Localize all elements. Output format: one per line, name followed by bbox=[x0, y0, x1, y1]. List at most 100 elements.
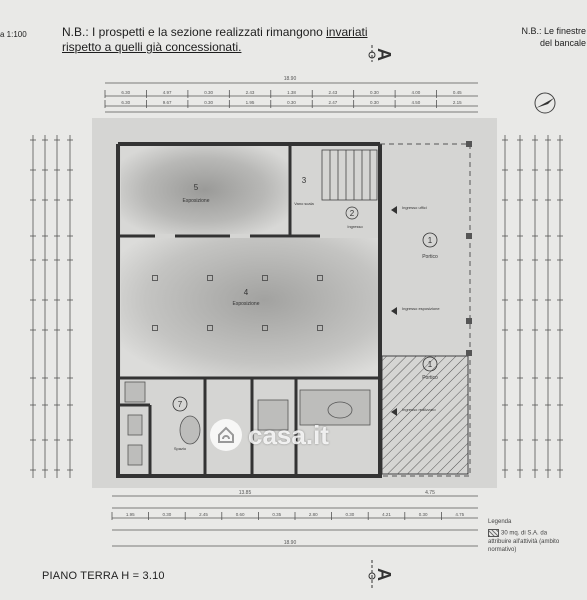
svg-text:Ingresso: Ingresso bbox=[347, 224, 363, 229]
note-main: N.B.: I prospetti e la sezione realizzat… bbox=[62, 25, 422, 55]
svg-text:Portico: Portico bbox=[422, 375, 438, 381]
bottom-dim2-label-7: 4.21 bbox=[382, 512, 391, 517]
portico-outline bbox=[380, 143, 471, 477]
top-dim-label-4: 1.38 bbox=[287, 90, 296, 95]
column-1-0 bbox=[207, 275, 213, 281]
bottom-dim-row1-b: 4.75 bbox=[425, 490, 435, 496]
section-marker-top-label: A bbox=[374, 48, 394, 61]
top-dim2-label-8: 2.15 bbox=[453, 100, 462, 105]
svg-text:Esposizione: Esposizione bbox=[183, 198, 210, 204]
bottom-dim2-label-0: 1.95 bbox=[126, 512, 135, 517]
hatch-swatch-icon bbox=[488, 529, 499, 537]
svg-text:2: 2 bbox=[350, 209, 355, 218]
svg-text:Ingresso realizzato: Ingresso realizzato bbox=[402, 407, 436, 412]
svg-text:1: 1 bbox=[428, 360, 433, 369]
note-right-line2: del bancale bbox=[539, 38, 586, 48]
top-dim2-label-5: 2.47 bbox=[329, 100, 338, 105]
top-dim2-label-1: 9.67 bbox=[163, 100, 172, 105]
portico-hatched-area bbox=[382, 356, 468, 474]
lower-rooms-furniture bbox=[124, 381, 371, 466]
left-dimension-lines bbox=[32, 135, 71, 478]
top-dim-label-6: 0.30 bbox=[370, 90, 379, 95]
legend-item: 30 mq. di S.A. da attribuire all'attivit… bbox=[488, 529, 568, 554]
bottom-dim-row1-a: 13.85 bbox=[239, 490, 252, 496]
svg-text:1: 1 bbox=[428, 236, 433, 245]
legend-text: 30 mq. di S.A. da attribuire all'attivit… bbox=[488, 530, 560, 553]
side-dimension-ticks bbox=[30, 139, 563, 471]
svg-text:Ingresso uffici: Ingresso uffici bbox=[402, 205, 427, 210]
portico-columns bbox=[466, 141, 472, 356]
note-line1-emph: invariati bbox=[326, 25, 368, 39]
svg-text:7: 7 bbox=[178, 400, 183, 409]
top-dim-label-2: 0.30 bbox=[204, 90, 213, 95]
column-2-0 bbox=[262, 275, 268, 281]
legend-title: Legenda bbox=[488, 519, 512, 525]
watermark: casa.it bbox=[210, 415, 385, 455]
room-5-area bbox=[121, 146, 288, 234]
column-2-1 bbox=[262, 325, 268, 331]
bottom-dimension-lines bbox=[112, 495, 478, 547]
svg-text:Portico: Portico bbox=[422, 254, 438, 260]
top-dim2-label-7: 4.50 bbox=[411, 100, 420, 105]
stairs bbox=[321, 149, 378, 201]
entrance-arrow-icon: Ingresso uffici Ingresso esposizione Ing… bbox=[391, 205, 440, 416]
room-5-label: 5 Esposizione bbox=[183, 183, 210, 204]
note-right: N.B.: Le finestre del bancale bbox=[496, 25, 586, 49]
top-dim2-label-6: 0.30 bbox=[370, 100, 379, 105]
top-dim-label-7: 4.00 bbox=[411, 90, 420, 95]
note-line1-prefix: N.B.: I prospetti e la sezione realizzat… bbox=[62, 25, 327, 39]
bottom-dim2-label-5: 2.80 bbox=[309, 512, 318, 517]
bottom-dim2-label-3: 0.60 bbox=[236, 512, 245, 517]
top-dim-row: 6.30 4.97 0.30 2.43 1.38 2.43 0.30 4.00 0.45 bbox=[104, 90, 462, 98]
bottom-dim2-label-2: 2.45 bbox=[199, 512, 208, 517]
casa-logo-icon bbox=[210, 419, 242, 451]
section-marker-bottom: A bbox=[368, 560, 394, 590]
note-line2: rispetto a quelli già concessionati. bbox=[62, 40, 242, 54]
top-dim-label-5: 2.43 bbox=[329, 90, 338, 95]
outer-walls bbox=[116, 142, 382, 478]
top-dim2-label-3: 1.95 bbox=[246, 100, 255, 105]
svg-text:4: 4 bbox=[244, 288, 249, 297]
inner-walls bbox=[120, 144, 380, 476]
bottom-dim2-label-8: 0.30 bbox=[419, 512, 428, 517]
section-marker-top: A bbox=[368, 45, 394, 62]
column-3-0 bbox=[317, 275, 323, 281]
room-2-label: 2 Ingresso bbox=[345, 206, 363, 229]
bottom-dim2-label-9: 4.75 bbox=[455, 512, 464, 517]
bottom-dim-total: 18.90 bbox=[284, 540, 297, 546]
column-1-1 bbox=[207, 325, 213, 331]
note-right-line1: N.B.: Le finestre bbox=[521, 26, 586, 36]
legend: Legenda 30 mq. di S.A. da attribuire all… bbox=[488, 518, 568, 554]
bottom-dim2-label-4: 0.35 bbox=[272, 512, 281, 517]
right-dimension-lines bbox=[504, 135, 561, 478]
structural-columns bbox=[152, 275, 323, 331]
svg-text:Esposizione: Esposizione bbox=[233, 301, 260, 307]
top-dim-label-1: 4.97 bbox=[163, 90, 172, 95]
svg-text:Vano scala: Vano scala bbox=[294, 201, 314, 206]
column-0-0 bbox=[152, 275, 158, 281]
top-dim-label-8: 0.45 bbox=[453, 90, 462, 95]
room-1-portico-2-label: 1 Portico bbox=[422, 356, 438, 381]
top-dim-total: 18.90 bbox=[284, 76, 297, 82]
svg-text:5: 5 bbox=[194, 183, 199, 192]
plan-title: PIANO TERRA H = 3.10 bbox=[42, 570, 165, 582]
room-1-portico-label: 1 Portico bbox=[422, 232, 438, 260]
room-4-area bbox=[121, 238, 381, 376]
top-dim2-label-4: 0.30 bbox=[287, 100, 296, 105]
top-dim-label-0: 6.30 bbox=[121, 90, 130, 95]
room-4-label: 4 Esposizione bbox=[233, 288, 260, 307]
bottom-dim2-label-6: 0.30 bbox=[346, 512, 355, 517]
column-3-1 bbox=[317, 325, 323, 331]
svg-text:Ingresso esposizione: Ingresso esposizione bbox=[402, 306, 440, 311]
scale-note: a 1:100 bbox=[0, 30, 27, 39]
top-dim-label-3: 2.43 bbox=[246, 90, 255, 95]
section-marker-bottom-label: A bbox=[374, 568, 394, 581]
room-7-label: 7 Spazio bbox=[172, 396, 188, 451]
top-dim2-label-0: 6.30 bbox=[121, 100, 130, 105]
room-3-label: 3 Vano scala bbox=[294, 176, 314, 206]
top-dimension-lines bbox=[105, 82, 478, 113]
watermark-text: casa.it bbox=[248, 419, 329, 450]
